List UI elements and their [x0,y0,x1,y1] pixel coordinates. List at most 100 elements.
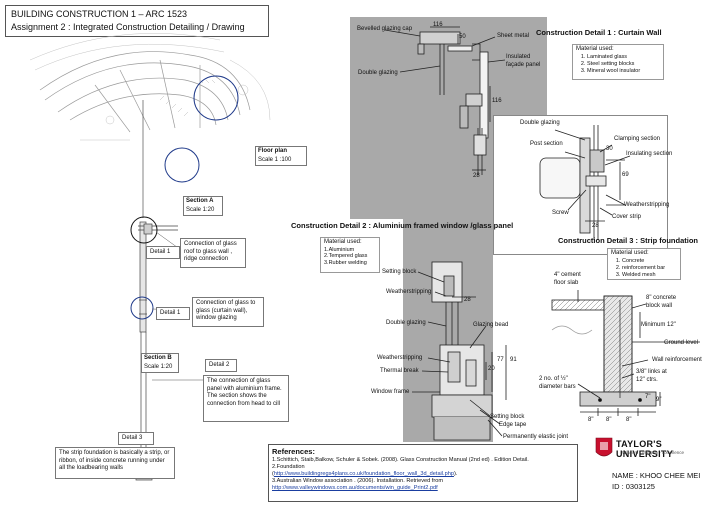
reference-2-link[interactable]: http://www.buildingregs4plans.co.uk/foun… [273,470,454,477]
label-screw: Screw [552,210,569,216]
foundation-title: Construction Detail 3 : Strip foundation [558,236,698,245]
label-weatherstripping-cw: Weatherstripping [624,202,670,208]
label-insulating-section: Insulating section [626,151,673,157]
window-material-2: 2.Tempered glass [324,253,368,260]
section-a-label: Section A Scale 1:20 [183,196,223,216]
material-item: reinforcement bar [622,265,680,272]
dim-77: 77 [497,357,504,363]
page-title: BUILDING CONSTRUCTION 1 – ARC 1523 [11,9,188,19]
label-diameter-bars: 2 no. of ½" diameter bars [539,376,576,390]
dim-9: 9" [656,397,662,403]
foundation-material-heading: Material used: [611,250,649,256]
label-weatherstripping-w1: Weatherstripping [386,289,432,295]
window-material-3: 3.Rubber welding [324,260,367,267]
material-item: Concrete [622,258,680,265]
detail-2-desc: The connection of glass panel with alumi… [203,375,289,422]
detail-3-label: Detail 3 [122,435,143,441]
reference-3: 3.Australian Window association . (2006)… [272,477,443,484]
reference-2: 2.Foundation [272,463,305,470]
detail-2-text: The connection of glass panel with alumi… [207,378,282,407]
curtain-wall-material-heading: Material used: [576,46,614,52]
dim-20: 20 [488,366,495,372]
window-material-1: 1.Aluminium [324,246,355,253]
dim-28-cw: 28 [592,223,599,229]
detail-3-tag: Detail 3 [118,432,154,445]
detail-3-text: The strip foundation is basically a stri… [59,450,170,471]
label-cement-floor-slab: 4" cement floor slab [554,272,581,286]
university-name: TAYLOR'S UNIVERSITY [616,439,674,459]
label-double-glazing-2: Double glazing [520,120,560,126]
floor-plan-scale: Scale 1 :100 [258,156,292,163]
detail-1-label: Detail 1 [150,249,171,255]
label-ground-level: Ground level [664,340,699,346]
dim-91: 91 [510,357,517,363]
student-id: ID : 0303125 [612,482,655,491]
dim-28-window: 28 [464,297,471,303]
detail-1-text-2: Connection of glass to glass (curtain wa… [196,300,256,321]
dim-8-c: 8" [626,417,632,423]
label-concrete-block-wall: 8" concrete block wall [646,295,677,309]
section-a-scale: Scale 1:20 [186,206,215,213]
page-subtitle: Assignment 2 : Integrated Construction D… [11,22,245,32]
label-weatherstripping-w2: Weatherstripping [377,355,423,361]
reference-3-link[interactable]: http://www.valleywindows.com.au/document… [272,484,438,491]
curtain-wall-material-list: Laminated glass Steel setting blocks Min… [573,54,663,75]
university-tagline: Wisdom · Integrity · Excellence [622,450,685,455]
dim-30: 30 [606,146,613,152]
dim-7: 7" [645,394,651,400]
detail-1-desc-top: Connection of glass roof to glass wall ,… [180,238,246,268]
label-window-frame: Window frame [371,389,410,395]
section-b-scale: Scale 1:20 [144,363,173,370]
label-thermal-break: Thermal break [380,368,419,374]
dim-28-low: 28 [473,173,480,179]
dim-50: 50 [459,34,466,40]
detail-1-label-2: Detail 1 [160,310,181,316]
reference-2-link-row: (http://www.buildingregs4plans.co.uk/fou… [272,470,458,477]
detail-1-text: Connection of glass roof to glass wall ,… [184,241,237,262]
label-links: 3/8" links at 12" ctrs. [636,369,667,383]
detail-1-tag-top: Detail 1 [146,246,180,259]
label-post-section: Post section [530,141,563,147]
detail-1-desc-mid: Connection of glass to glass (curtain wa… [192,297,264,327]
window-materials: Material used: 1.Aluminium 2.Tempered gl… [320,237,380,273]
material-item: Mineral wool insulator [587,68,663,75]
title-block: BUILDING CONSTRUCTION 1 – ARC 1523 Assig… [5,5,269,37]
section-b-label: Section B Scale 1:20 [141,353,179,373]
detail-2-tag: Detail 2 [205,359,237,372]
section-b-title: Section B [144,355,172,361]
dim-8-a: 8" [588,417,594,423]
dim-116-mid: 116 [492,98,502,104]
curtain-wall-materials: Material used: Laminated glass Steel set… [572,44,664,80]
floor-plan-title: Floor plan [258,148,287,154]
foundation-materials: Material used: Concrete reinforcement ba… [607,248,681,280]
reference-3-link-row: http://www.valleywindows.com.au/document… [269,485,577,492]
label-glazing-bead: Glazing bead [473,322,509,328]
label-setting-block: Setting block [382,269,417,275]
label-clamping-section: Clamping section [614,136,661,142]
label-cover-strip: Cover strip [612,214,642,220]
detail-3-desc: The strip foundation is basically a stri… [55,447,175,479]
floor-plan-label: Floor plan Scale 1 :100 [255,146,307,166]
material-item: Steel setting blocks [587,61,663,68]
label-edge-tape: Edge tape [499,422,527,428]
material-item: Laminated glass [587,54,663,61]
label-sheet-metal: Sheet metal [497,33,530,39]
label-elastic-joint: Permanently elastic joint [503,434,569,440]
reference-1: 1.Schittich, Staib,Balkow, Schuler & Sob… [272,457,529,463]
section-a-title: Section A [186,198,214,204]
detail-1-tag-mid: Detail 1 [156,307,190,320]
window-material-heading: Material used: [324,239,362,245]
window-title: Construction Detail 2 : Aluminium framed… [291,221,514,230]
curtain-wall-title: Construction Detail 1 : Curtain Wall [536,28,662,37]
label-setting-block-2: Setting block [490,414,525,420]
references-box: References: 1.Schittich, Staib,Balkow, S… [268,444,578,502]
label-insulated-facade-panel: Insulated façade panel [506,54,541,68]
dim-8-b: 8" [606,417,612,423]
foundation-material-list: Concrete reinforcement bar Welded mesh [608,258,680,279]
references-heading: References: [272,447,315,456]
label-bevelled-glazing-cap: Bevelled glazing cap [357,26,413,32]
